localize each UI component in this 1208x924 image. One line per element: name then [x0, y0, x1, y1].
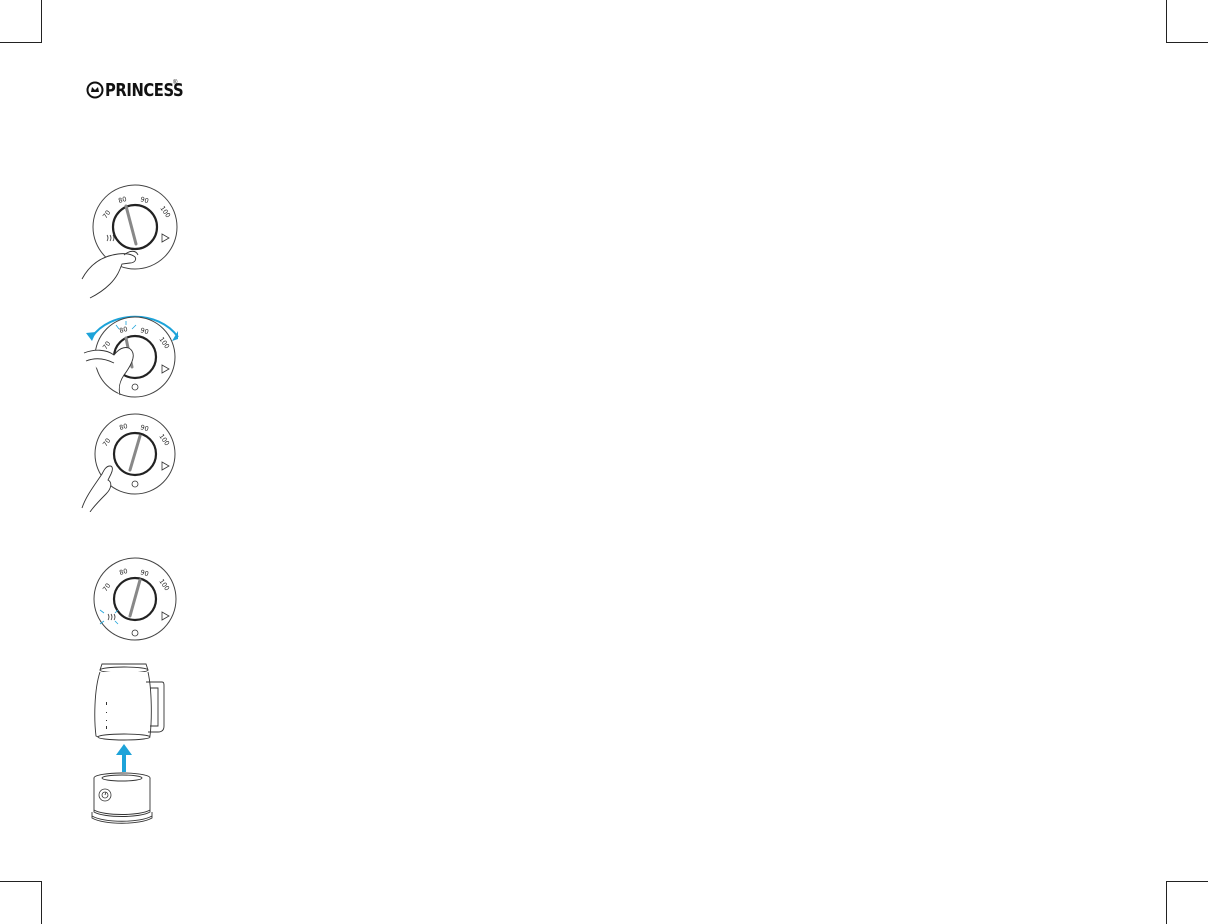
crop-mark-tl-h: [0, 42, 42, 43]
brand-registered-mark: ®: [173, 80, 177, 86]
crop-mark-br-h: [1166, 881, 1208, 882]
brand-logo: PRINCESS ®: [86, 79, 200, 101]
hand-pointing: [82, 254, 136, 298]
crop-mark-br-v: [1166, 881, 1167, 924]
dial-illustration-press-side: 70 80 90 100: [80, 408, 180, 512]
jug-base-illustration: [84, 660, 170, 830]
dial-illustration-press-power: 70 80 90 100: [80, 184, 180, 300]
crop-mark-tr-v: [1166, 0, 1167, 43]
princess-crown-icon: [86, 81, 104, 99]
crop-mark-tr-h: [1166, 42, 1208, 43]
jug: [95, 664, 164, 740]
dial-illustration-turn: 70 80 90 100: [80, 305, 190, 405]
crop-mark-bl-h: [0, 881, 42, 882]
hand-pointing: [82, 466, 112, 512]
crop-mark-bl-v: [41, 881, 42, 924]
up-arrow-icon: [116, 744, 132, 772]
dial-illustration-indicator: 70 80 90 100: [84, 556, 180, 644]
base-dial-icon: [99, 789, 111, 801]
crop-mark-tl-v: [41, 0, 42, 43]
brand-name: PRINCESS: [105, 80, 183, 101]
